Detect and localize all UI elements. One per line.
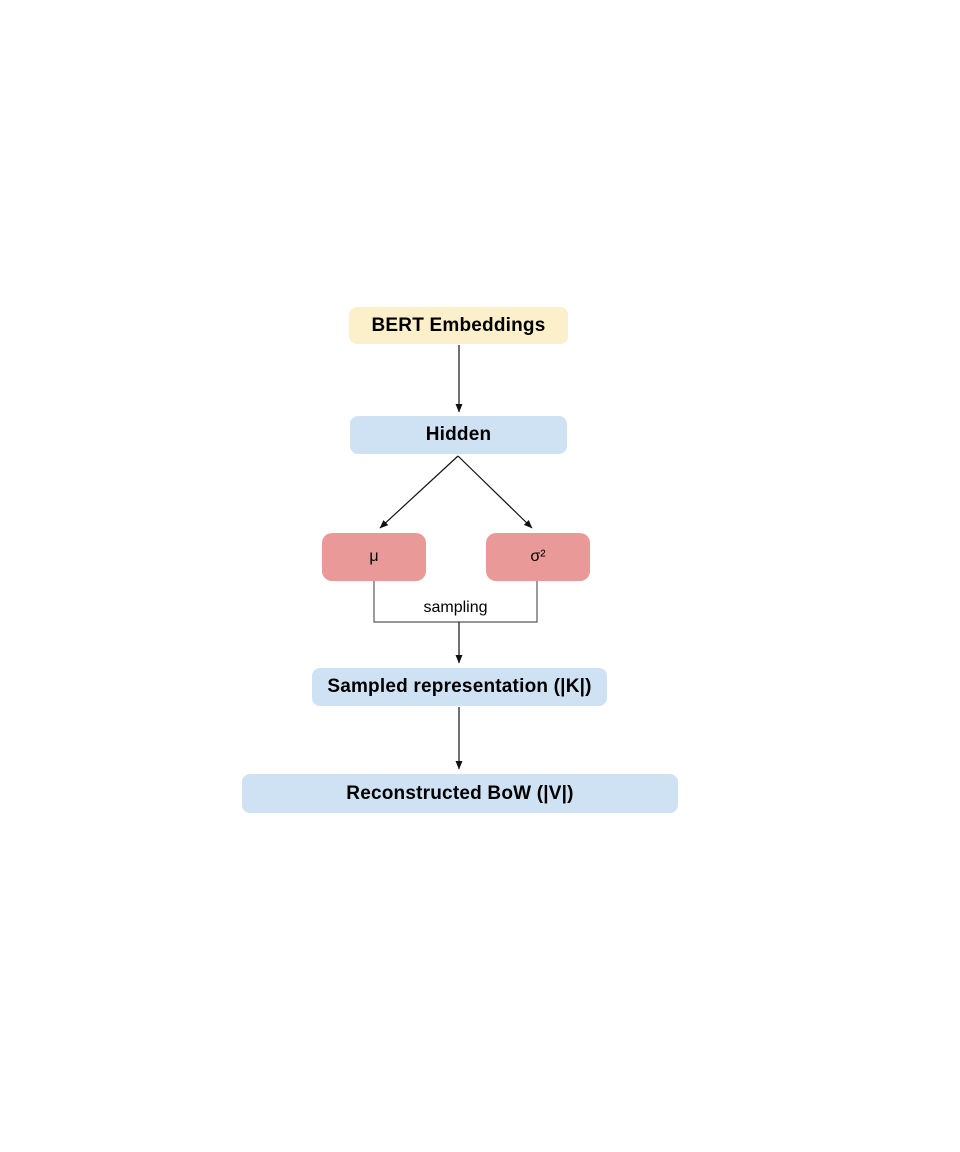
node-sigma-squared-label: σ²: [530, 548, 546, 565]
node-mu-label: μ: [369, 548, 379, 565]
sampling-edge-label: sampling: [423, 599, 488, 616]
node-sigma-squared: σ²: [486, 533, 590, 581]
node-hidden-label: Hidden: [425, 424, 492, 445]
node-reconstructed-bow-label: Reconstructed BoW (|V|): [346, 782, 574, 804]
node-mu: μ: [322, 533, 426, 581]
node-sampled-representation-label: Sampled representation (|K|): [327, 676, 592, 697]
edge-hidden-to-mu: [379, 455, 459, 529]
node-sampled-representation: Sampled representation (|K|): [312, 668, 607, 706]
node-bert-embeddings-label: BERT Embeddings: [371, 314, 546, 336]
node-bert-embeddings: BERT Embeddings: [349, 307, 568, 344]
edge-hidden-to-sigma: [457, 455, 533, 529]
node-hidden: Hidden: [350, 416, 567, 454]
node-reconstructed-bow: Reconstructed BoW (|V|): [242, 774, 678, 813]
